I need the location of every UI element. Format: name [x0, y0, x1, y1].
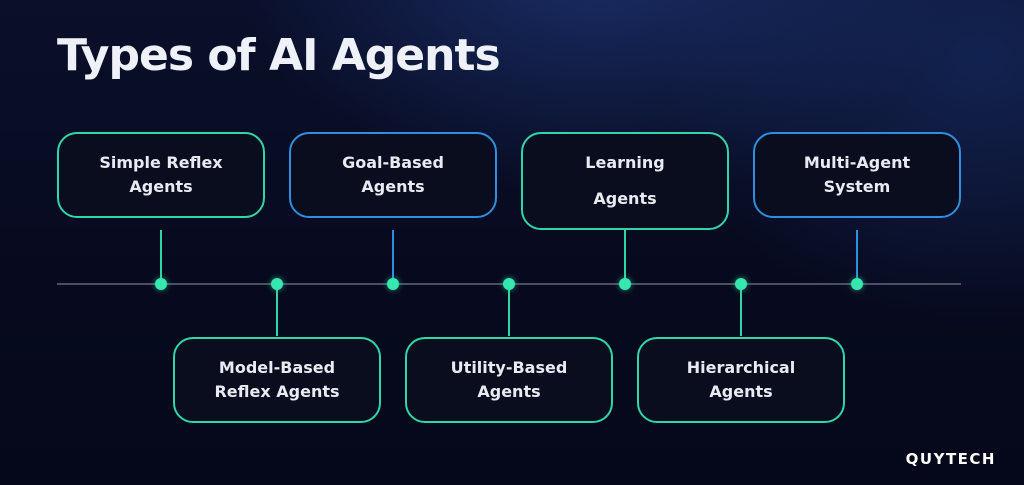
card-hierarchical-agents: Hierarchical Agents	[637, 337, 845, 423]
card-learning-agents: Learning Agents	[521, 132, 729, 230]
card-label: Utility-Based Agents	[450, 358, 568, 401]
card-label: Learning Agents	[585, 153, 665, 208]
timeline-dot-simple-reflex	[155, 278, 167, 290]
card-multi-agent-system: Multi-Agent System	[753, 132, 961, 218]
connector-learning	[624, 230, 626, 282]
card-utility-based-agents: Utility-Based Agents	[405, 337, 613, 423]
timeline-dot-utility-based	[503, 278, 515, 290]
connector-goal-based	[392, 230, 394, 282]
timeline-dot-learning	[619, 278, 631, 290]
connector-hierarchical	[740, 284, 742, 336]
card-label: Hierarchical Agents	[686, 358, 796, 401]
card-label: Goal-Based Agents	[342, 153, 444, 196]
timeline-dot-goal-based	[387, 278, 399, 290]
card-model-based-reflex-agents: Model-Based Reflex Agents	[173, 337, 381, 423]
card-label: Simple Reflex Agents	[99, 153, 223, 196]
timeline-dot-model-based	[271, 278, 283, 290]
connector-model-based	[276, 284, 278, 336]
connector-multi-agent	[856, 230, 858, 282]
card-goal-based-agents: Goal-Based Agents	[289, 132, 497, 218]
connector-simple-reflex	[160, 230, 162, 282]
card-label: Model-Based Reflex Agents	[214, 358, 340, 401]
connector-utility-based	[508, 284, 510, 336]
brand-logo: QUYTECH	[905, 450, 996, 468]
timeline-dot-multi-agent	[851, 278, 863, 290]
card-simple-reflex-agents: Simple Reflex Agents	[57, 132, 265, 218]
timeline-dot-hierarchical	[735, 278, 747, 290]
card-label: Multi-Agent System	[803, 153, 911, 196]
page-title: Types of AI Agents	[57, 30, 501, 81]
